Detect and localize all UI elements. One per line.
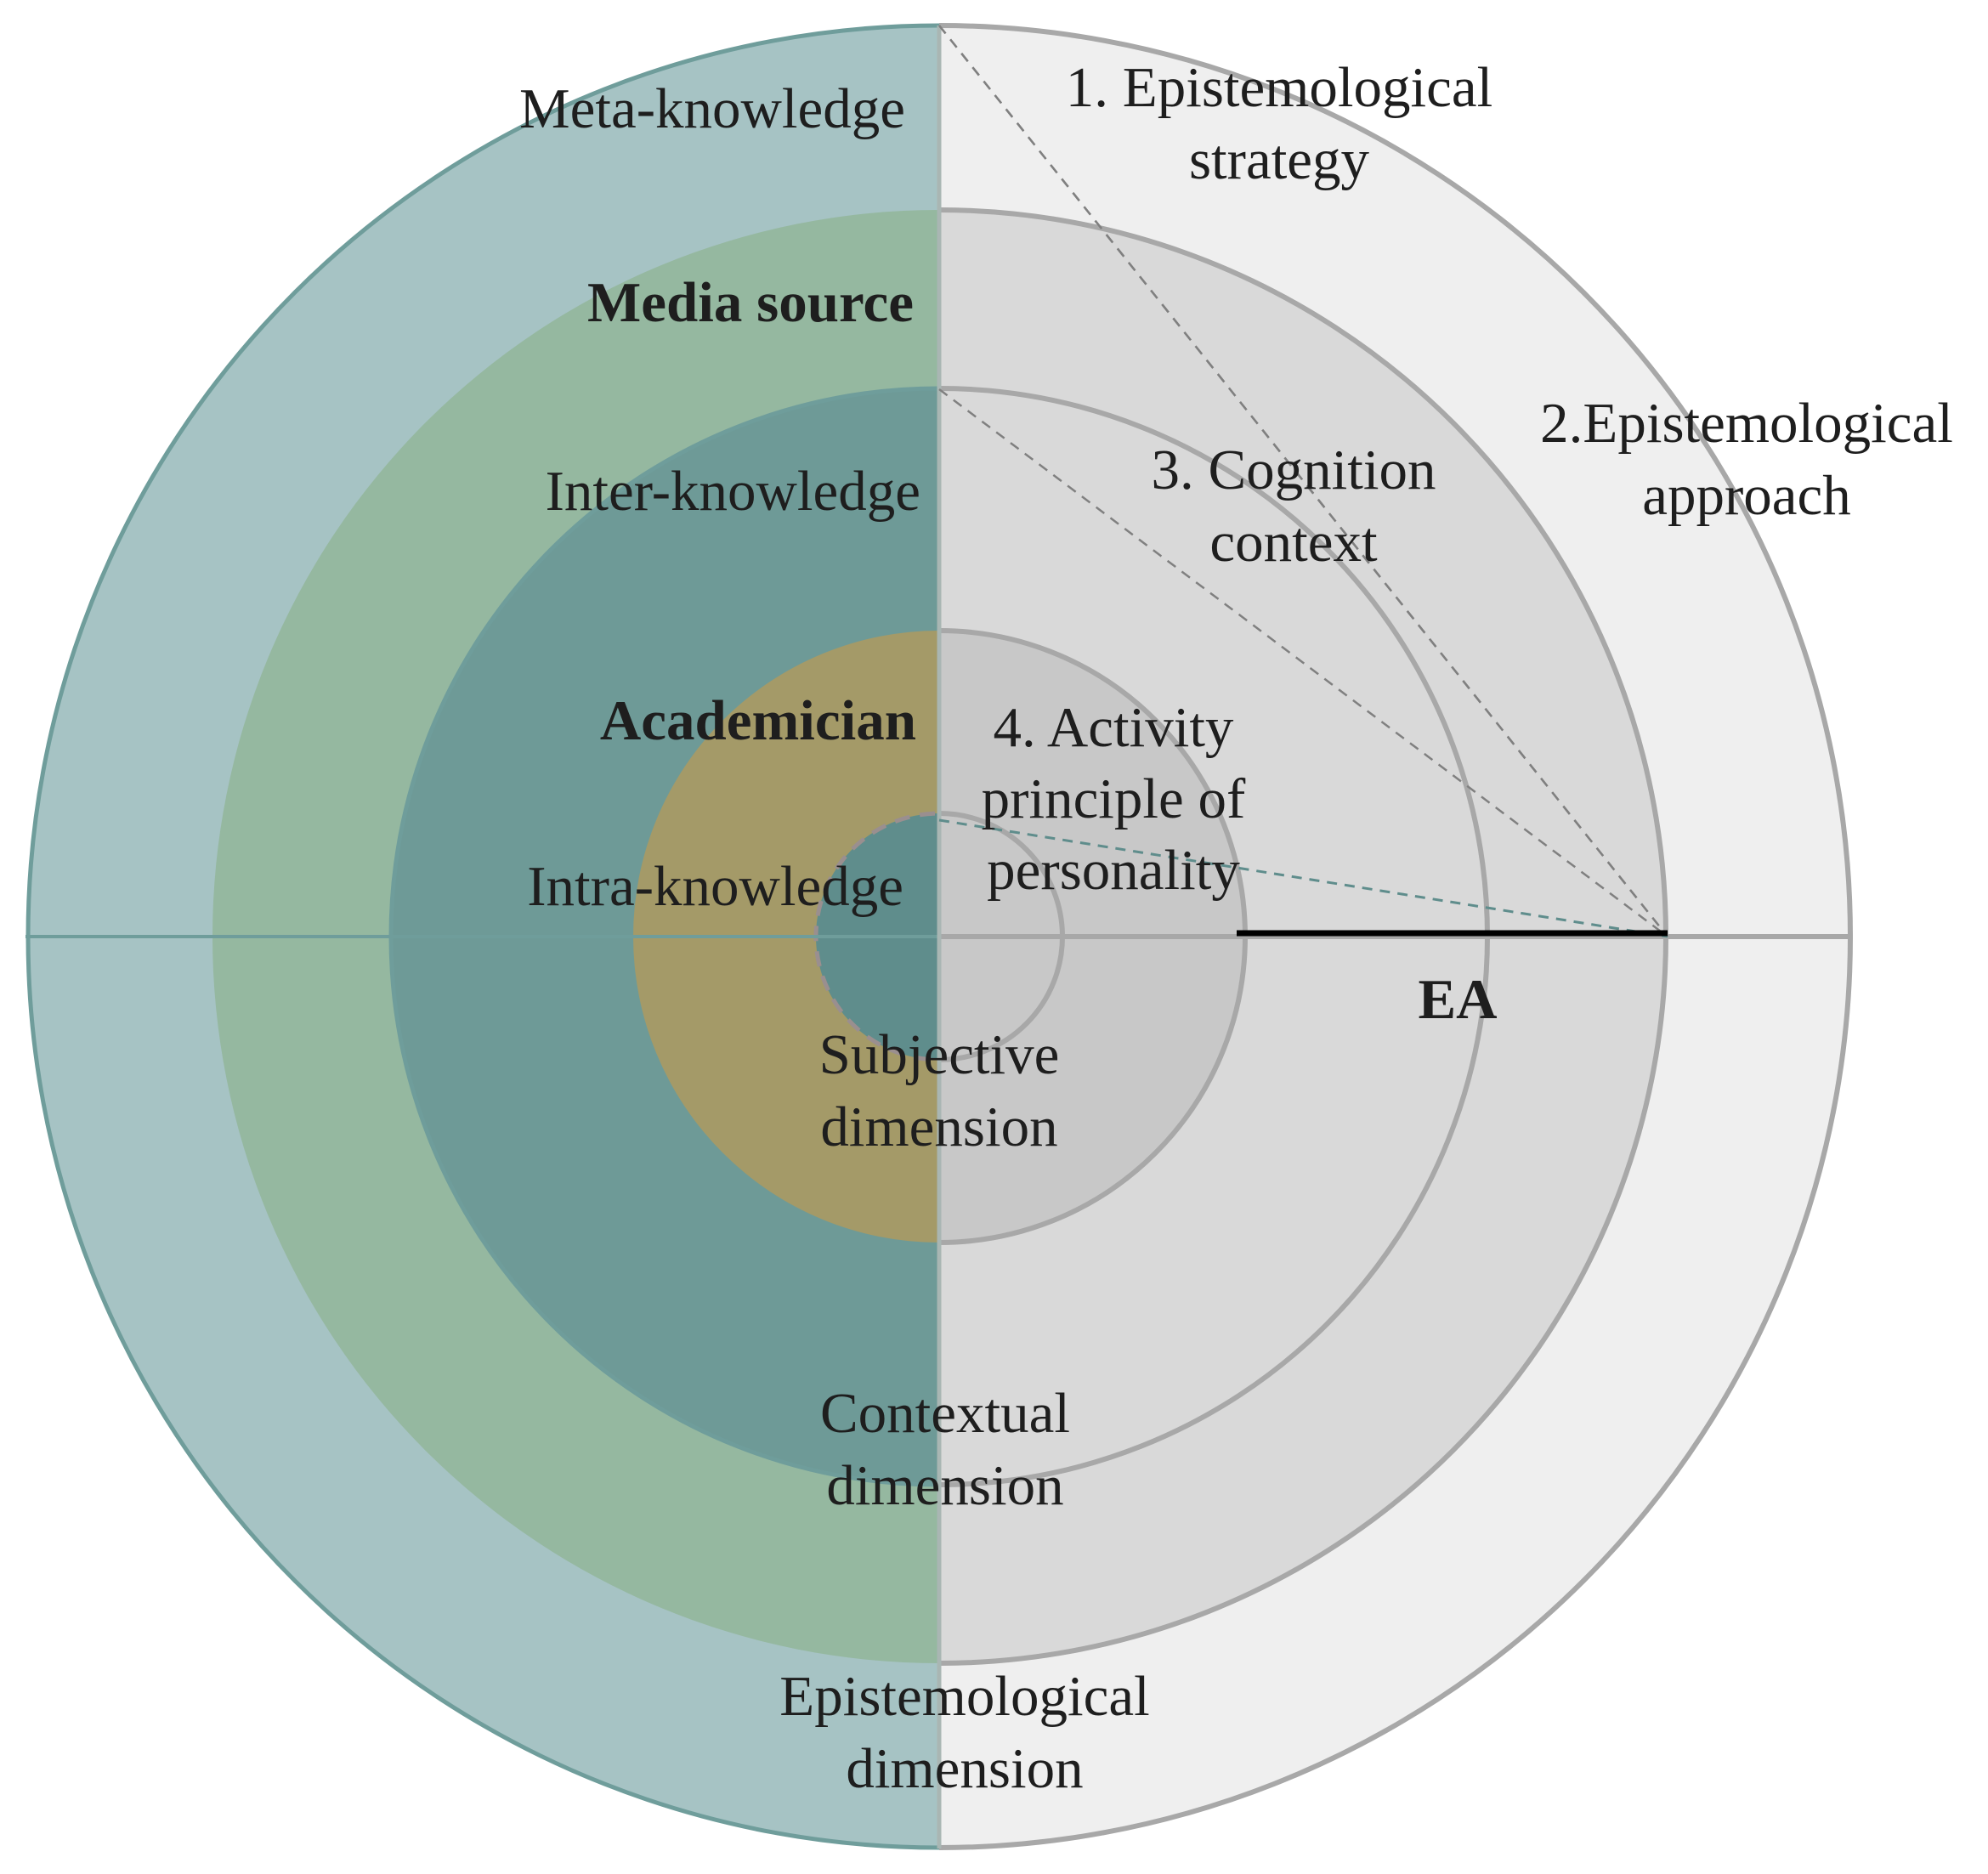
cognition-context-label-line1: 3. Cognition — [1151, 439, 1436, 501]
epistemological-approach-label-line2: approach — [1642, 464, 1851, 527]
academician-label: Academician — [600, 689, 916, 752]
activity-principle-label-line2: principle of — [982, 767, 1246, 830]
intra-knowledge-label: Intra-knowledge — [527, 855, 903, 918]
epistemological-dimension-label-line2: dimension — [846, 1737, 1083, 1800]
connector-approach — [938, 25, 1668, 937]
dashed-connectors — [938, 25, 1668, 938]
media-source-label: Media source — [587, 271, 914, 334]
meta-knowledge-label: Meta-knowledge — [519, 77, 905, 140]
subjective-dimension-label-line1: Subjective — [819, 1023, 1060, 1086]
connector-cognition — [938, 388, 1668, 937]
right-half — [939, 23, 1853, 1850]
ea-label: EA — [1418, 968, 1497, 1031]
connector-activity — [938, 818, 1668, 938]
epistemological-strategy-label-line2: strategy — [1189, 128, 1370, 191]
left-half — [25, 23, 939, 1850]
inter-knowledge-label: Inter-knowledge — [546, 460, 920, 523]
contextual-dimension-label-line2: dimension — [826, 1454, 1063, 1517]
contextual-dimension-label-line1: Contextual — [820, 1382, 1070, 1445]
activity-principle-label-line1: 4. Activity — [994, 696, 1234, 759]
epistemological-dimension-label-line1: Epistemological — [779, 1665, 1149, 1728]
subjective-dimension-label-line2: dimension — [820, 1096, 1057, 1158]
epistemological-approach-label-line1: 2.Epistemological — [1540, 392, 1953, 455]
epistemological-strategy-label-line1: 1. Epistemological — [1066, 56, 1492, 119]
cognition-context-label-line2: context — [1209, 511, 1378, 574]
activity-principle-label-line3: personality — [987, 839, 1240, 902]
